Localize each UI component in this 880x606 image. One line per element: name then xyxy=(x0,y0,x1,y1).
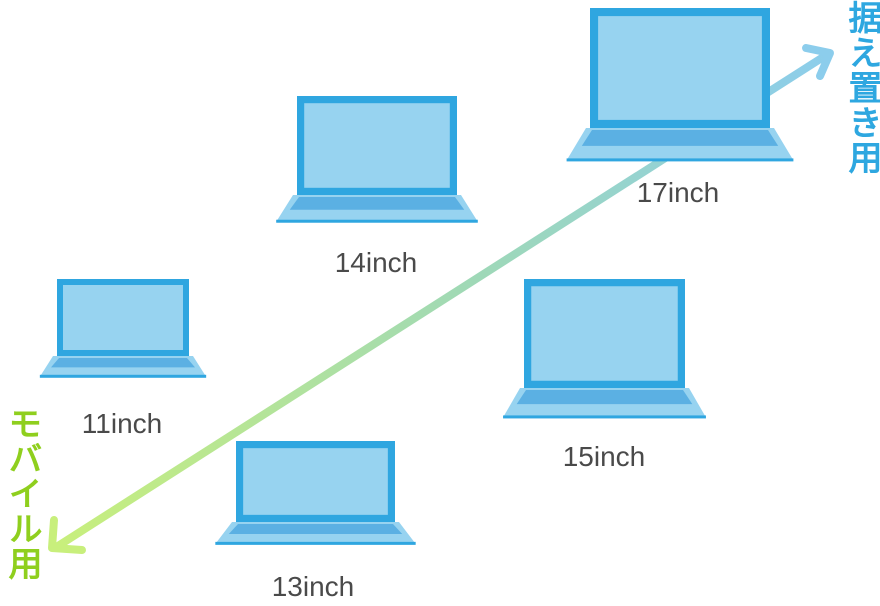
laptop-base-edge xyxy=(276,219,478,223)
laptop-screen xyxy=(531,286,678,381)
laptop-14inch: 14inch xyxy=(276,96,478,278)
laptop-screen xyxy=(304,103,450,188)
laptop-11inch: 11inch xyxy=(39,279,207,439)
laptop-base-edge xyxy=(503,415,706,419)
laptop-screen xyxy=(63,285,183,350)
laptop-17inch: 17inch xyxy=(566,8,794,208)
laptop-keyboard xyxy=(289,197,465,210)
laptop-base-edge xyxy=(39,374,207,378)
laptop-base-edge xyxy=(215,541,416,545)
laptop-size-label: 11inch xyxy=(82,408,162,439)
desktop-use-label: 据え置き用 xyxy=(842,0,880,175)
laptop-base-edge xyxy=(566,158,794,162)
laptop-keyboard xyxy=(50,358,196,368)
laptop-keyboard xyxy=(516,390,693,405)
laptop-screen xyxy=(243,448,388,515)
laptop-13inch: 13inch xyxy=(215,441,416,602)
laptop-keyboard xyxy=(581,130,779,146)
laptop-size-label: 13inch xyxy=(272,571,355,602)
laptop-size-label: 15inch xyxy=(563,441,646,472)
laptop-screen xyxy=(598,16,762,120)
laptop-keyboard xyxy=(228,524,403,535)
mobile-use-label: モバイル用 xyxy=(2,406,42,581)
laptop-size-label: 17inch xyxy=(637,177,720,208)
laptop-15inch: 15inch xyxy=(503,279,706,472)
laptop-size-label: 14inch xyxy=(335,247,418,278)
